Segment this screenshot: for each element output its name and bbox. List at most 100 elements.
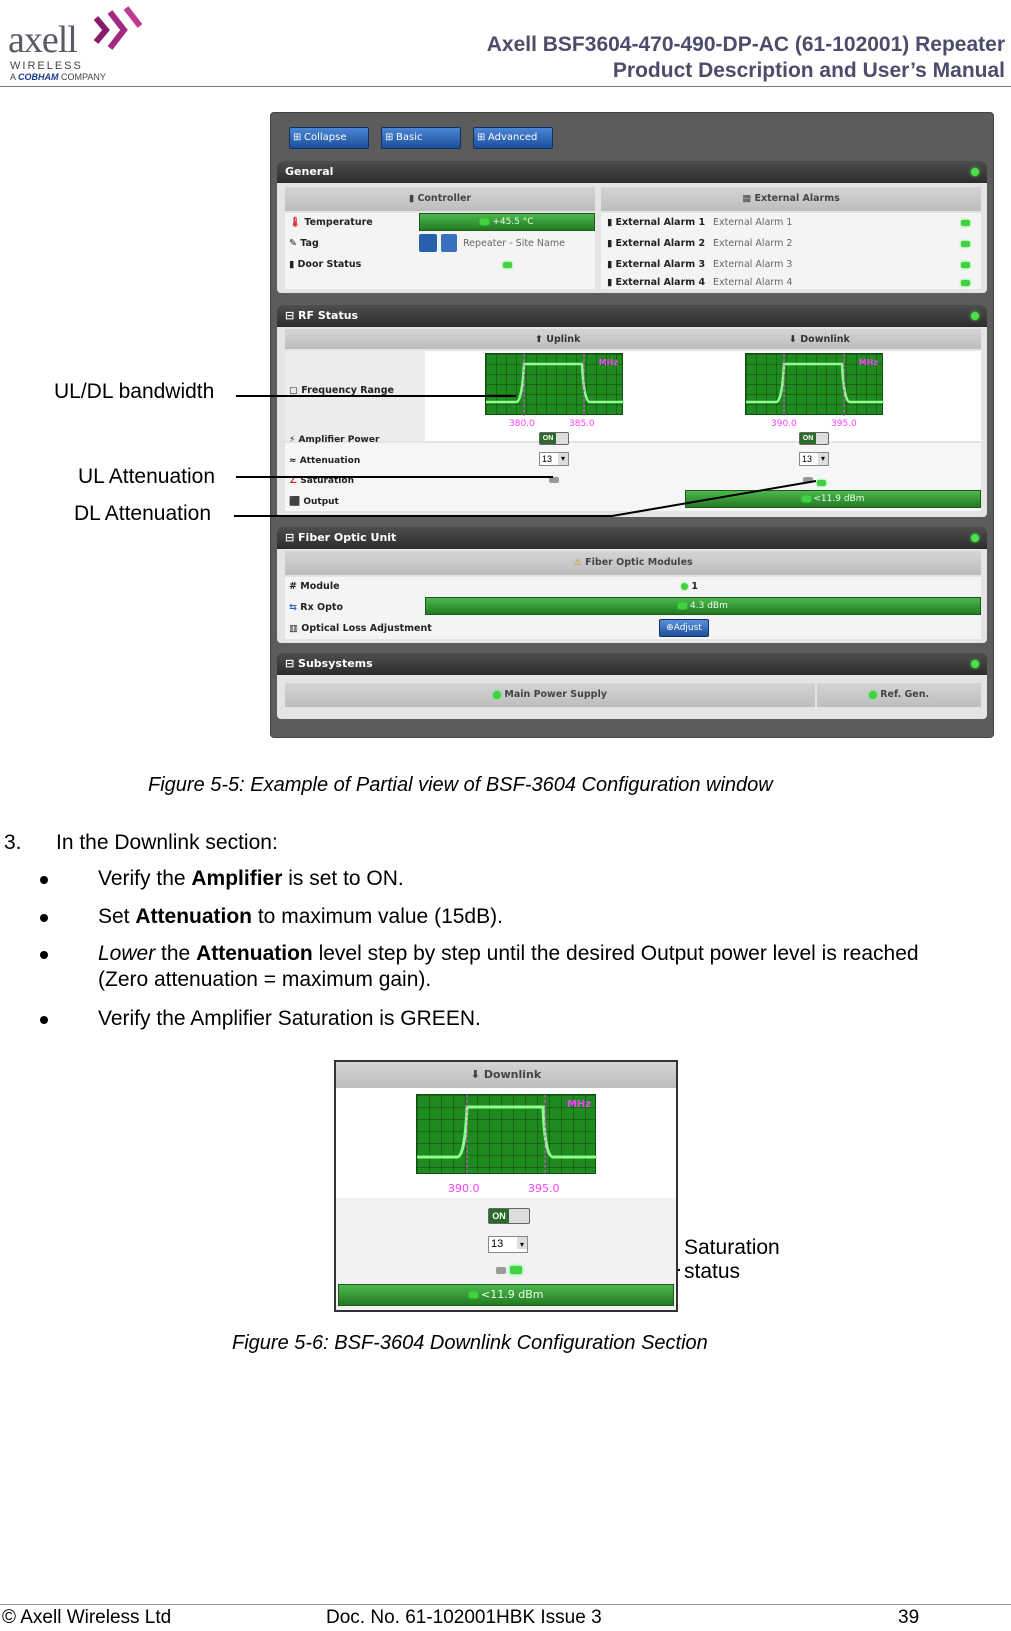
subsystems-header[interactable]: ⊟ Subsystems [277,653,987,675]
ref-gen-item[interactable]: Ref. Gen. [817,683,981,707]
logo-chevron-icon [93,6,143,50]
rx-opto-value: 4.3 dBm [425,597,981,615]
alarm2-value: External Alarm 2 [713,238,793,249]
subsystems-panel: ⊟ Subsystems Main Power Supply Ref. Gen. [277,653,987,719]
general-status-led [971,168,979,176]
uplink-band-curve [486,354,624,416]
downlink-header: ⬇ Downlink [336,1062,676,1088]
alarm1-led [961,217,970,228]
general-title: General [285,165,334,178]
alarm3-led [961,259,970,270]
header-rule [0,86,1011,87]
general-panel-header[interactable]: General [277,161,987,183]
frequency-range-label: ▢ Frequency Range [289,385,394,396]
basic-button[interactable]: Basic [381,127,461,149]
controller-header: ▮ Controller [285,187,595,211]
alarm1-value: External Alarm 1 [713,217,793,228]
downlink-saturation-led [817,477,826,488]
alarm3-label: ▮ External Alarm 3 [607,259,706,270]
alarm4-value: External Alarm 4 [713,277,793,288]
footer-doc-number: Doc. No. 61-102001HBK Issue 3 [326,1607,602,1628]
subsystems-title: Subsystems [298,657,373,670]
downlink-saturation-grey-led [803,477,813,483]
downlink-low-freq: 390.0 [771,419,797,429]
alarm1-label: ▮ External Alarm 1 [607,217,706,228]
downlink-attenuation-select-large[interactable]: 13 [488,1236,528,1253]
logo-subtitle: WIRELESS [10,60,83,72]
alarm-rows [601,213,981,289]
subsystems-led [971,660,979,668]
downlink-high-freq: 395.0 [831,419,857,429]
footer-copyright: © Axell Wireless Ltd [2,1607,172,1628]
callout-ul-attenuation: UL Attenuation [78,465,215,488]
alarm4-label: ▮ External Alarm 4 [607,277,706,288]
uplink-saturation-led [549,477,559,483]
advanced-button[interactable]: Advanced [473,127,553,149]
downlink-attenuation-select[interactable]: 13 [799,452,829,466]
fiber-optic-led [971,534,979,542]
downlink-section-screenshot: ⬇ Downlink MHz 390.0 395.0 ON 13 <11.9 d… [334,1060,678,1312]
collapse-button[interactable]: Collapse [289,127,369,149]
temperature-value: +45.5 °C [419,213,595,231]
door-status-led [503,259,512,270]
fiber-modules-header: ⚠ Fiber Optic Modules [285,551,981,575]
uplink-attenuation-select[interactable]: 13 [539,452,569,466]
downlink-amplifier-toggle[interactable]: ON [799,432,829,445]
fiber-optic-header[interactable]: ⊟ Fiber Optic Unit [277,527,987,549]
tag-edit-icon[interactable] [441,234,457,252]
bullet-1-dot [40,876,48,884]
figure1-caption: Figure 5-5: Example of Partial view of B… [148,774,773,796]
logo-wordmark: axell [8,19,78,61]
adjust-button[interactable]: ⊕Adjust [659,619,709,637]
rf-status-header[interactable]: ⊟ RF Status [277,305,987,327]
axell-logo: axell WIRELESS A COBHAM COMPANY [6,4,146,82]
tag-lock-icon[interactable] [419,234,437,252]
downlink-band-graph: MHz [745,353,884,416]
optical-loss-label: ▥ Optical Loss Adjustment [289,623,432,634]
downlink-output-value-large: <11.9 dBm [338,1284,674,1306]
callout-ul-dl-bandwidth: UL/DL bandwidth [54,380,215,403]
uplink-low-freq: 380.0 [509,419,535,429]
freq-label-cell [285,351,425,441]
attenuation-label: ≈ Attenuation [289,456,361,466]
figure2-caption: Figure 5-6: BSF-3604 Downlink Configurat… [232,1332,708,1354]
downlink-column-title: ⬇ Downlink [789,334,850,345]
bullet-3-dot [40,951,48,959]
bullet-1: Verify the Amplifier is set to ON. [98,867,404,890]
bullet-3: Lower the Attenuation level step by step… [98,942,919,991]
external-alarms-header: ▦ External Alarms [601,187,981,211]
alarm2-label: ▮ External Alarm 2 [607,238,706,249]
temperature-label: 🌡 Temperature [289,217,373,228]
bullet-4: Verify the Amplifier Saturation is GREEN… [98,1007,481,1030]
main-power-supply-item[interactable]: Main Power Supply [285,683,815,707]
saturation-grey-led [496,1267,506,1274]
alarm4-led [961,277,970,288]
footer-rule [0,1604,1011,1605]
downlink-low-freq-large: 390.0 [448,1182,480,1195]
footer-page-number: 39 [898,1607,920,1628]
configuration-window-screenshot: Collapse Basic Advanced General ▮ Contro… [270,112,994,738]
output-label: ⬛ Output [289,497,339,507]
document-title-line2: Product Description and User’s Manual [612,59,1005,82]
alarm3-value: External Alarm 3 [713,259,793,270]
fiber-optic-title: Fiber Optic Unit [298,531,397,544]
downlink-amplifier-toggle-large[interactable]: ON [488,1208,530,1224]
alarm2-led [961,238,970,249]
downlink-band-curve [746,354,884,416]
bullet-4-dot [40,1016,48,1024]
downlink-band-graph-large: MHz [416,1094,597,1175]
uplink-band-graph: MHz [485,353,624,416]
uplink-column-title: ⬆ Uplink [535,334,581,345]
uplink-high-freq: 385.0 [569,419,595,429]
amplifier-power-label: ⚡ Amplifier Power [289,435,380,445]
saturation-green-led [510,1266,522,1274]
step-number: 3. [4,831,22,854]
fiber-optic-panel: ⊟ Fiber Optic Unit ⚠ Fiber Optic Modules… [277,527,987,643]
uplink-amplifier-toggle[interactable]: ON [539,432,569,445]
tag-value: Repeater - Site Name [463,238,565,249]
callout-dl-attenuation: DL Attenuation [74,502,211,525]
document-title: Axell BSF3604-470-490-DP-AC (61-102001) … [487,32,1005,84]
rf-columns-header [285,329,981,349]
rf-status-title: RF Status [298,309,359,322]
